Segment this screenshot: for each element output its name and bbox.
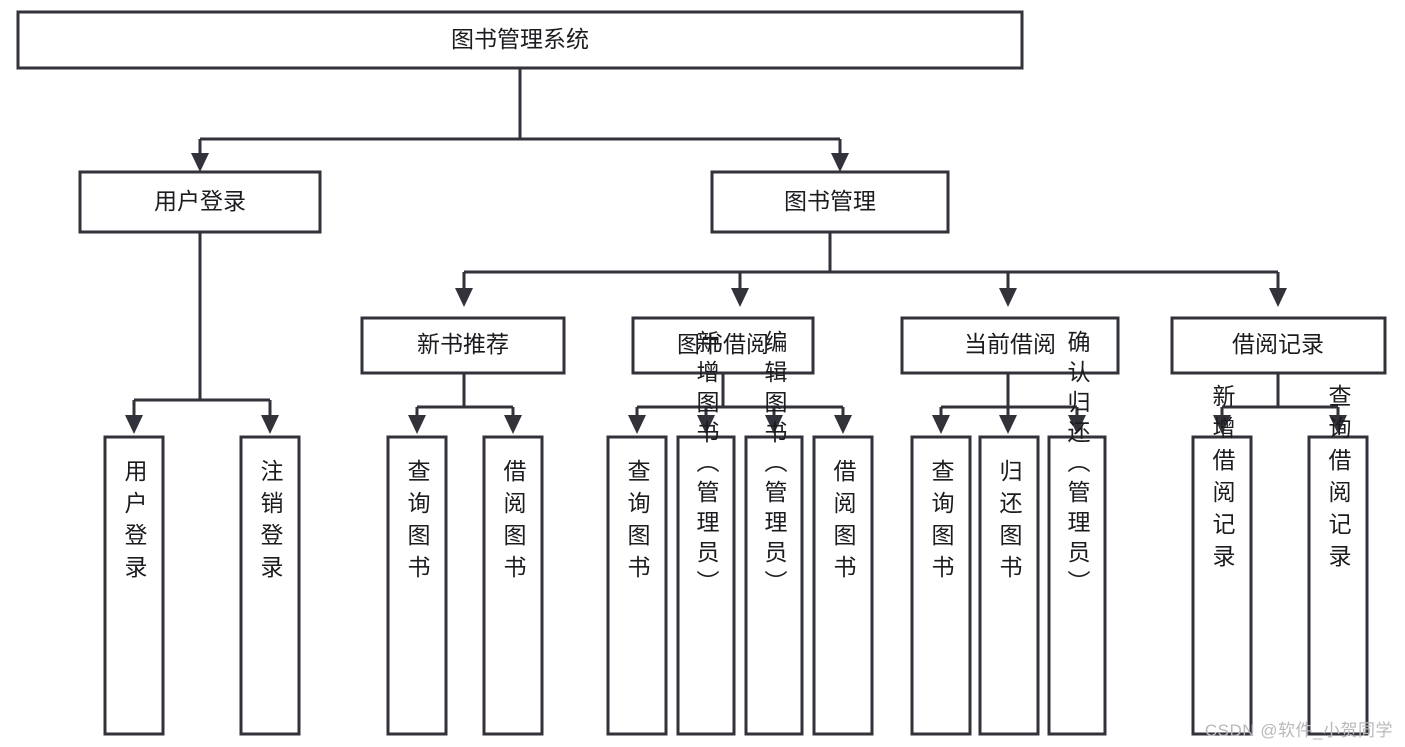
node-leaf-borrow-book-2-label: 借阅图书 — [830, 459, 857, 587]
node-leaf-borrow-book-2[interactable]: 借阅图书 — [812, 435, 874, 736]
node-leaf-logout[interactable]: 注销登录 — [239, 435, 301, 736]
arrow-to-leaf-return-book — [999, 415, 1017, 434]
node-borrow-record[interactable]: 借阅记录 — [1170, 316, 1387, 375]
node-leaf-query-book-1-label: 查询图书 — [404, 459, 431, 587]
node-book-manage-label: 图书管理 — [784, 188, 876, 214]
arrow-to-current-borrow — [999, 288, 1017, 307]
node-leaf-confirm-return[interactable]: 确认归还（管理员） — [1047, 330, 1107, 736]
connectors-current-borrow-to-leaves — [932, 373, 1086, 434]
connectors-new-book-rec-to-leaves — [408, 373, 522, 434]
node-leaf-add-book-label: 新增图书（管理员） — [693, 330, 720, 600]
node-leaf-return-book-label: 归还图书 — [996, 459, 1023, 587]
node-leaf-add-record-label: 新增借阅记录 — [1209, 384, 1236, 576]
node-book-borrow-label: 图书借阅 — [677, 331, 769, 357]
node-user-login[interactable]: 用户登录 — [78, 170, 322, 234]
node-leaf-add-book[interactable]: 新增图书（管理员） — [676, 330, 736, 736]
arrow-to-user-login — [191, 153, 209, 172]
arrow-to-leaf-logout — [261, 415, 279, 434]
node-leaf-query-record[interactable]: 查询借阅记录 — [1307, 384, 1369, 736]
arrow-to-new-book-rec — [455, 288, 473, 307]
node-current-borrow[interactable]: 当前借阅 — [900, 316, 1120, 375]
node-current-borrow-label: 当前借阅 — [964, 331, 1056, 357]
connectors-book-manage-to-level3 — [455, 232, 1287, 307]
node-new-book-rec[interactable]: 新书推荐 — [360, 316, 566, 375]
connectors-book-borrow-to-leaves — [628, 373, 852, 434]
node-new-book-rec-label: 新书推荐 — [417, 331, 509, 357]
arrow-to-leaf-query-book-1 — [408, 415, 426, 434]
node-leaf-query-book-2[interactable]: 查询图书 — [606, 435, 668, 736]
node-leaf-edit-book[interactable]: 编辑图书（管理员） — [744, 330, 804, 736]
arrow-to-leaf-borrow-book-1 — [504, 415, 522, 434]
node-leaf-query-record-label: 查询借阅记录 — [1325, 384, 1352, 576]
arrow-to-leaf-query-book-2 — [628, 415, 646, 434]
node-leaf-borrow-book-1[interactable]: 借阅图书 — [482, 435, 544, 736]
arrow-to-leaf-query-book-3 — [932, 415, 950, 434]
node-leaf-logout-label: 注销登录 — [257, 459, 284, 587]
connectors-root-to-level2 — [191, 68, 849, 172]
node-root[interactable]: 图书管理系统 — [16, 10, 1024, 70]
node-user-login-label: 用户登录 — [154, 188, 246, 214]
node-leaf-borrow-book-1-label: 借阅图书 — [500, 459, 527, 587]
node-leaf-query-book-3[interactable]: 查询图书 — [910, 435, 972, 736]
arrow-to-book-borrow — [731, 288, 749, 307]
node-leaf-user-login[interactable]: 用户登录 — [103, 435, 165, 736]
connectors-borrow-record-to-leaves — [1213, 373, 1347, 434]
node-leaf-add-record[interactable]: 新增借阅记录 — [1191, 384, 1253, 736]
arrow-to-borrow-record — [1269, 288, 1287, 307]
arrow-to-leaf-borrow-book-2 — [834, 415, 852, 434]
node-leaf-query-book-2-label: 查询图书 — [624, 459, 651, 587]
node-book-borrow[interactable]: 图书借阅 — [631, 316, 815, 375]
arrow-to-leaf-user-login — [125, 415, 143, 434]
node-root-label: 图书管理系统 — [451, 26, 589, 52]
connectors-user-login-to-leaves — [125, 232, 279, 434]
node-leaf-user-login-label: 用户登录 — [121, 459, 148, 587]
node-leaf-query-book-1[interactable]: 查询图书 — [386, 435, 448, 736]
node-leaf-confirm-return-label: 确认归还（管理员） — [1064, 330, 1091, 600]
node-leaf-return-book[interactable]: 归还图书 — [978, 435, 1040, 736]
node-leaf-edit-book-label: 编辑图书（管理员） — [761, 330, 788, 600]
node-book-manage[interactable]: 图书管理 — [710, 170, 950, 234]
node-borrow-record-label: 借阅记录 — [1232, 331, 1324, 357]
node-leaf-query-book-3-label: 查询图书 — [928, 459, 955, 587]
arrow-to-book-manage — [831, 153, 849, 172]
